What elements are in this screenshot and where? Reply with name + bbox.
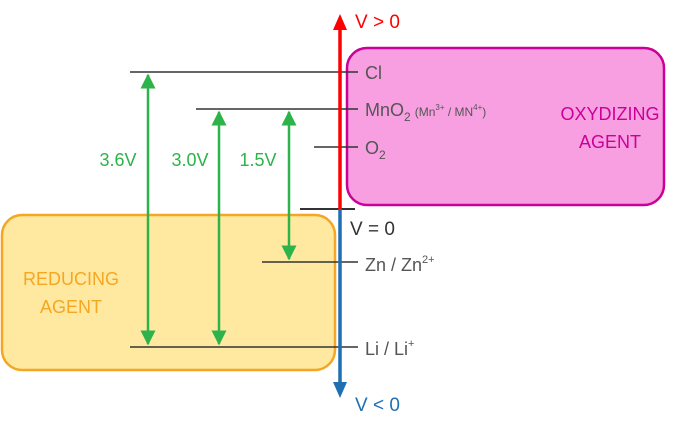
voltage-label-1-5v: 1.5V (239, 150, 276, 170)
positive-axis-arrowhead (333, 14, 347, 30)
zero-axis-label: V = 0 (350, 219, 395, 240)
reducing-agent-label-line2: AGENT (40, 297, 102, 317)
oxidizing-agent-label-line2: AGENT (579, 132, 641, 152)
positive-axis-label: V > 0 (355, 12, 400, 33)
voltage-label-3-6v: 3.6V (99, 150, 136, 170)
negative-axis-label: V < 0 (355, 395, 400, 416)
cl-label: Cl (365, 63, 382, 83)
oxidizing-agent-box (345, 46, 666, 207)
zn-label: Zn / Zn2+ (365, 254, 435, 275)
oxidizing-agent-label-line1: OXYDIZING (560, 104, 659, 124)
o2-label: O2 (365, 138, 386, 162)
reducing-agent-label-line1: REDUCING (23, 269, 119, 289)
voltage-label-3-0v: 3.0V (171, 150, 208, 170)
mno2-label: MnO2(Mn3+ / MN4+) (365, 100, 486, 124)
reducing-agent-box (0, 213, 337, 372)
li-label: Li / Li+ (365, 338, 414, 359)
negative-axis-arrowhead (333, 382, 347, 398)
